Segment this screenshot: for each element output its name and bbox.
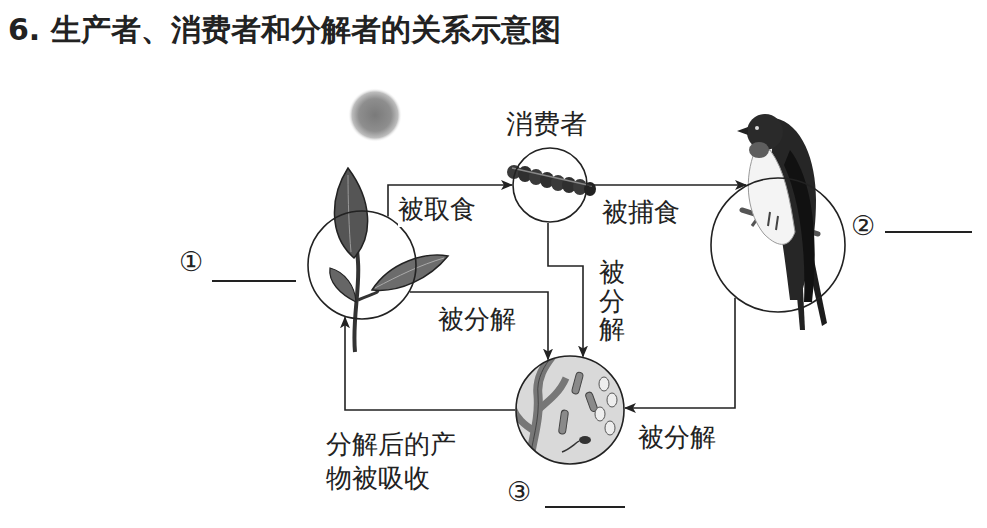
answer-underline xyxy=(212,280,296,282)
decomposer-circle: ③ xyxy=(515,355,625,465)
node-label: 消费者 xyxy=(506,108,587,140)
swallow-bird xyxy=(737,114,827,330)
edge-label-wrap: 被分解 xyxy=(638,420,716,455)
circle-outline xyxy=(515,355,625,465)
node-text-wrap: ③ xyxy=(507,476,531,508)
node-text-wrap: ② xyxy=(851,210,875,242)
edge-label-wrap: 分解后的产物被吸收 xyxy=(326,428,464,496)
answer-underline xyxy=(885,231,972,233)
circle-border xyxy=(711,178,845,312)
flow-arrow xyxy=(625,298,735,408)
node-text-wrap: ① xyxy=(179,246,203,278)
decomposer-micrograph xyxy=(512,356,624,470)
edge-label: 分解后的产物被吸收 xyxy=(326,428,464,496)
circle-border xyxy=(516,356,624,464)
circle-border xyxy=(308,211,416,319)
title-wrap: 6. 生产者、消费者和分解者的关系示意图 xyxy=(8,10,561,51)
diagram-title: 6. 生产者、消费者和分解者的关系示意图 xyxy=(8,10,561,51)
node-label: ③ xyxy=(507,476,531,508)
edge-label-wrap: 被取食 xyxy=(398,192,476,227)
circle-outline xyxy=(512,147,588,223)
consumer-circle: 消费者 xyxy=(512,147,588,223)
edge-label: 被捕食 xyxy=(602,195,680,230)
node-label: ① xyxy=(179,246,203,278)
node-label: ② xyxy=(851,210,875,242)
flow-arrow xyxy=(588,184,746,186)
answer-underline xyxy=(545,506,625,508)
circle-border xyxy=(513,148,587,222)
node-text-wrap: 消费者 xyxy=(506,108,587,140)
edge-label: 被分解 xyxy=(638,420,716,455)
edge-label-wrap: 被分解 xyxy=(599,258,625,344)
edge-label: 被分解 xyxy=(438,302,516,337)
predator-circle: ② xyxy=(710,177,846,313)
edge-label: 被分解 xyxy=(599,258,625,344)
sun xyxy=(348,88,402,142)
caterpillar xyxy=(507,165,596,196)
edge-label-wrap: 被捕食 xyxy=(602,195,680,230)
edge-label-wrap: 被分解 xyxy=(438,302,516,337)
flow-arrow xyxy=(410,292,548,360)
flow-arrow xyxy=(548,223,583,357)
edge-label: 被取食 xyxy=(398,192,476,227)
circle-outline xyxy=(710,177,846,313)
